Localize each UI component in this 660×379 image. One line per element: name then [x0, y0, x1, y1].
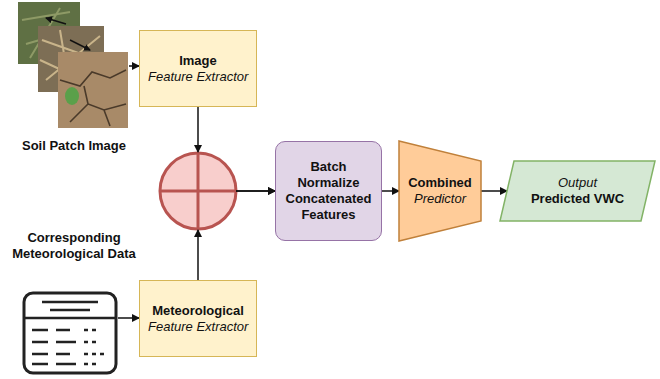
- flow-arrow-segment: [481, 190, 507, 192]
- scan-arrow: [70, 40, 90, 50]
- input-arrow: [118, 317, 139, 319]
- flow-arrow: [198, 191, 275, 280]
- feature-extractor-box: MeteorologicalFeature Extractor: [139, 280, 257, 357]
- soil-plant: [65, 87, 79, 105]
- node-title: Meteorological: [152, 303, 244, 319]
- flow-arrow-segment: [382, 190, 399, 192]
- soil-photo-front: [58, 52, 128, 128]
- table-header: [42, 302, 98, 310]
- plus-sign: [160, 153, 236, 229]
- output-parallelogram: OutputPredicted VWC: [500, 161, 655, 221]
- predictor-trapezoid: CombinedPredictor: [399, 141, 481, 241]
- outline-shape: [399, 141, 481, 241]
- outline-shape: [500, 161, 655, 221]
- flow-arrow: [481, 191, 507, 192]
- flow-arrow-segment: [236, 190, 275, 192]
- node-title: Combined: [408, 175, 472, 191]
- input-label: Corresponding Meteorological Data: [3, 230, 145, 262]
- node-title: Image: [179, 53, 217, 69]
- flow-arrow: [382, 191, 399, 192]
- flow-arrow-segment: [197, 107, 199, 152]
- table-rows: [32, 330, 104, 364]
- soil-image-stack: [18, 2, 128, 128]
- batch-norm-box: Batch Normalize Concatenated Features: [275, 141, 382, 241]
- node-title: Output: [558, 175, 597, 191]
- table-separator: [24, 317, 116, 320]
- node-subtitle: Feature Extractor: [148, 69, 248, 85]
- flow-arrow-segment: [197, 230, 199, 280]
- table-frame: [24, 293, 116, 373]
- node-subtitle: Predictor: [414, 191, 466, 207]
- concat-symbol: [160, 153, 236, 229]
- node-subtitle: Feature Extractor: [148, 319, 248, 335]
- concat-circle: [160, 153, 236, 229]
- input-arrow: [129, 65, 139, 67]
- soil-crack: [60, 70, 126, 126]
- table-icon: [24, 293, 116, 373]
- feature-extractor-box: ImageFeature Extractor: [139, 30, 257, 107]
- node-title: Batch Normalize Concatenated Features: [284, 159, 373, 223]
- flow-arrow: [198, 107, 275, 191]
- scan-arrow: [46, 18, 66, 24]
- input-label: Soil Patch Image: [18, 138, 130, 154]
- node-subtitle: Predicted VWC: [531, 191, 624, 207]
- flow-arrow-segment: [236, 190, 275, 192]
